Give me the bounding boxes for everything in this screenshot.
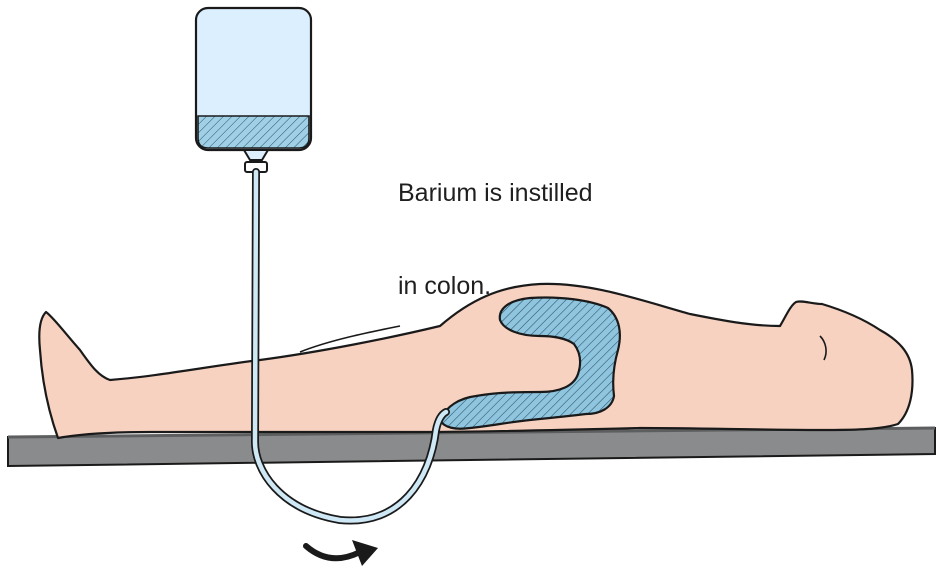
barium-bag — [196, 8, 311, 172]
bag-neck — [244, 150, 268, 160]
curved-rotation-arrow-icon — [306, 540, 378, 566]
caption-line-1: Barium is instilled — [398, 178, 593, 209]
exam-table — [8, 428, 935, 466]
caption-text: Barium is instilled in colon. — [398, 116, 593, 333]
bag-fluid-level — [198, 116, 309, 148]
caption-line-2: in colon. — [398, 271, 593, 302]
